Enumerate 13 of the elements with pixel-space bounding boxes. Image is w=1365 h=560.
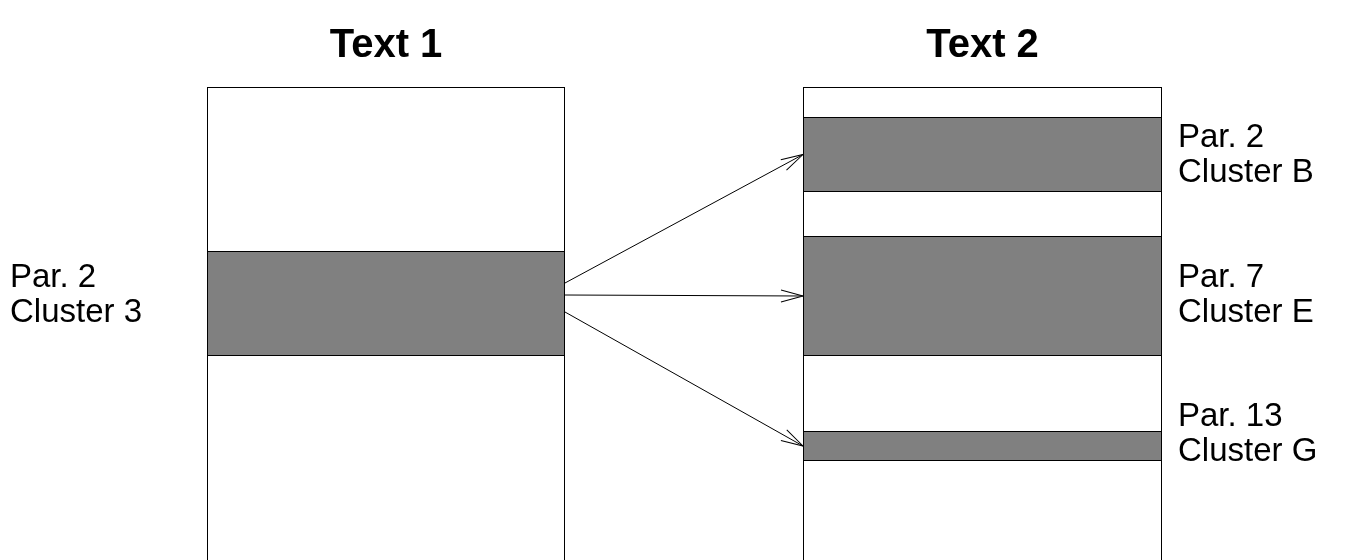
band-label: Par. 7 Cluster E [1178, 258, 1315, 328]
arrow [564, 289, 804, 303]
highlighted-band [803, 431, 1162, 461]
column-heading: Text 2 [925, 20, 1040, 66]
band-label: Par. 2 Cluster B [1178, 118, 1315, 188]
band-label: Par. 13 Cluster G [1178, 397, 1319, 467]
column-heading: Text 1 [328, 20, 444, 66]
highlighted-band [207, 251, 565, 356]
arrow [564, 311, 804, 447]
arrow [564, 154, 804, 284]
band-label: Par. 2 Cluster 3 [10, 258, 144, 328]
highlighted-band [803, 117, 1162, 192]
highlighted-band [803, 236, 1162, 356]
